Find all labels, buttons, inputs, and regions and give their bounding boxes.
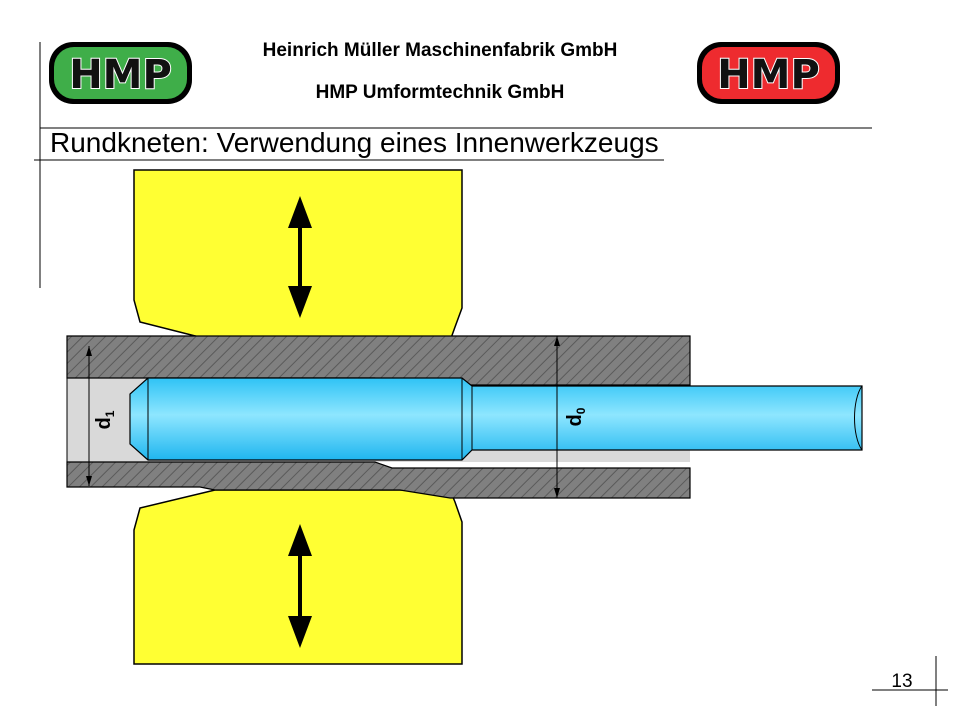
arrow-head-up: [288, 524, 312, 556]
svg-text:d1: d1: [93, 410, 117, 429]
dimension-d1: d1: [86, 346, 117, 486]
dimension-d1-subscript: 1: [103, 410, 117, 417]
dimension-d0-arrow-top: [554, 336, 560, 346]
arrow-head-down: [288, 616, 312, 648]
logo-left-text: HMP: [69, 52, 172, 98]
logo-right-fill: [702, 47, 835, 99]
arrow-head-up: [288, 196, 312, 228]
mandrel-break-line: [854, 385, 863, 451]
hmp-logo-left: HMP: [49, 42, 192, 104]
slide-frame: [34, 42, 948, 706]
upper-die: [133, 169, 463, 342]
inner-tool-mandrel: [129, 377, 863, 461]
company-name-secondary: HMP Umformtechnik GmbH: [315, 82, 565, 103]
dimension-d1-arrow-bottom: [86, 476, 92, 486]
page-number: 13: [891, 671, 913, 692]
dimension-d0-label: d: [564, 414, 586, 426]
logo-right-text: HMP: [717, 52, 820, 98]
dimension-d0: d0: [554, 336, 588, 498]
logo-left-fill: [54, 47, 187, 99]
upper-die-arrow: [288, 196, 312, 318]
arrow-head-down: [288, 286, 312, 318]
dimension-d1-arrow-top: [86, 346, 92, 356]
dimension-d1-label: d: [93, 417, 115, 429]
hmp-logo-right: HMP: [697, 42, 840, 104]
svg-text:d0: d0: [564, 407, 588, 426]
mandrel-body: [129, 377, 863, 461]
dimension-d0-subscript: 0: [574, 407, 588, 414]
dimension-d0-arrow-bottom: [554, 488, 560, 498]
lower-die: [133, 489, 463, 665]
slide-title: Rundkneten: Verwendung eines Innenwerkze…: [50, 127, 659, 158]
company-name-primary: Heinrich Müller Maschinenfabrik GmbH: [262, 40, 618, 61]
lower-die-arrow: [288, 524, 312, 648]
tube-wall-lower: [66, 461, 691, 499]
